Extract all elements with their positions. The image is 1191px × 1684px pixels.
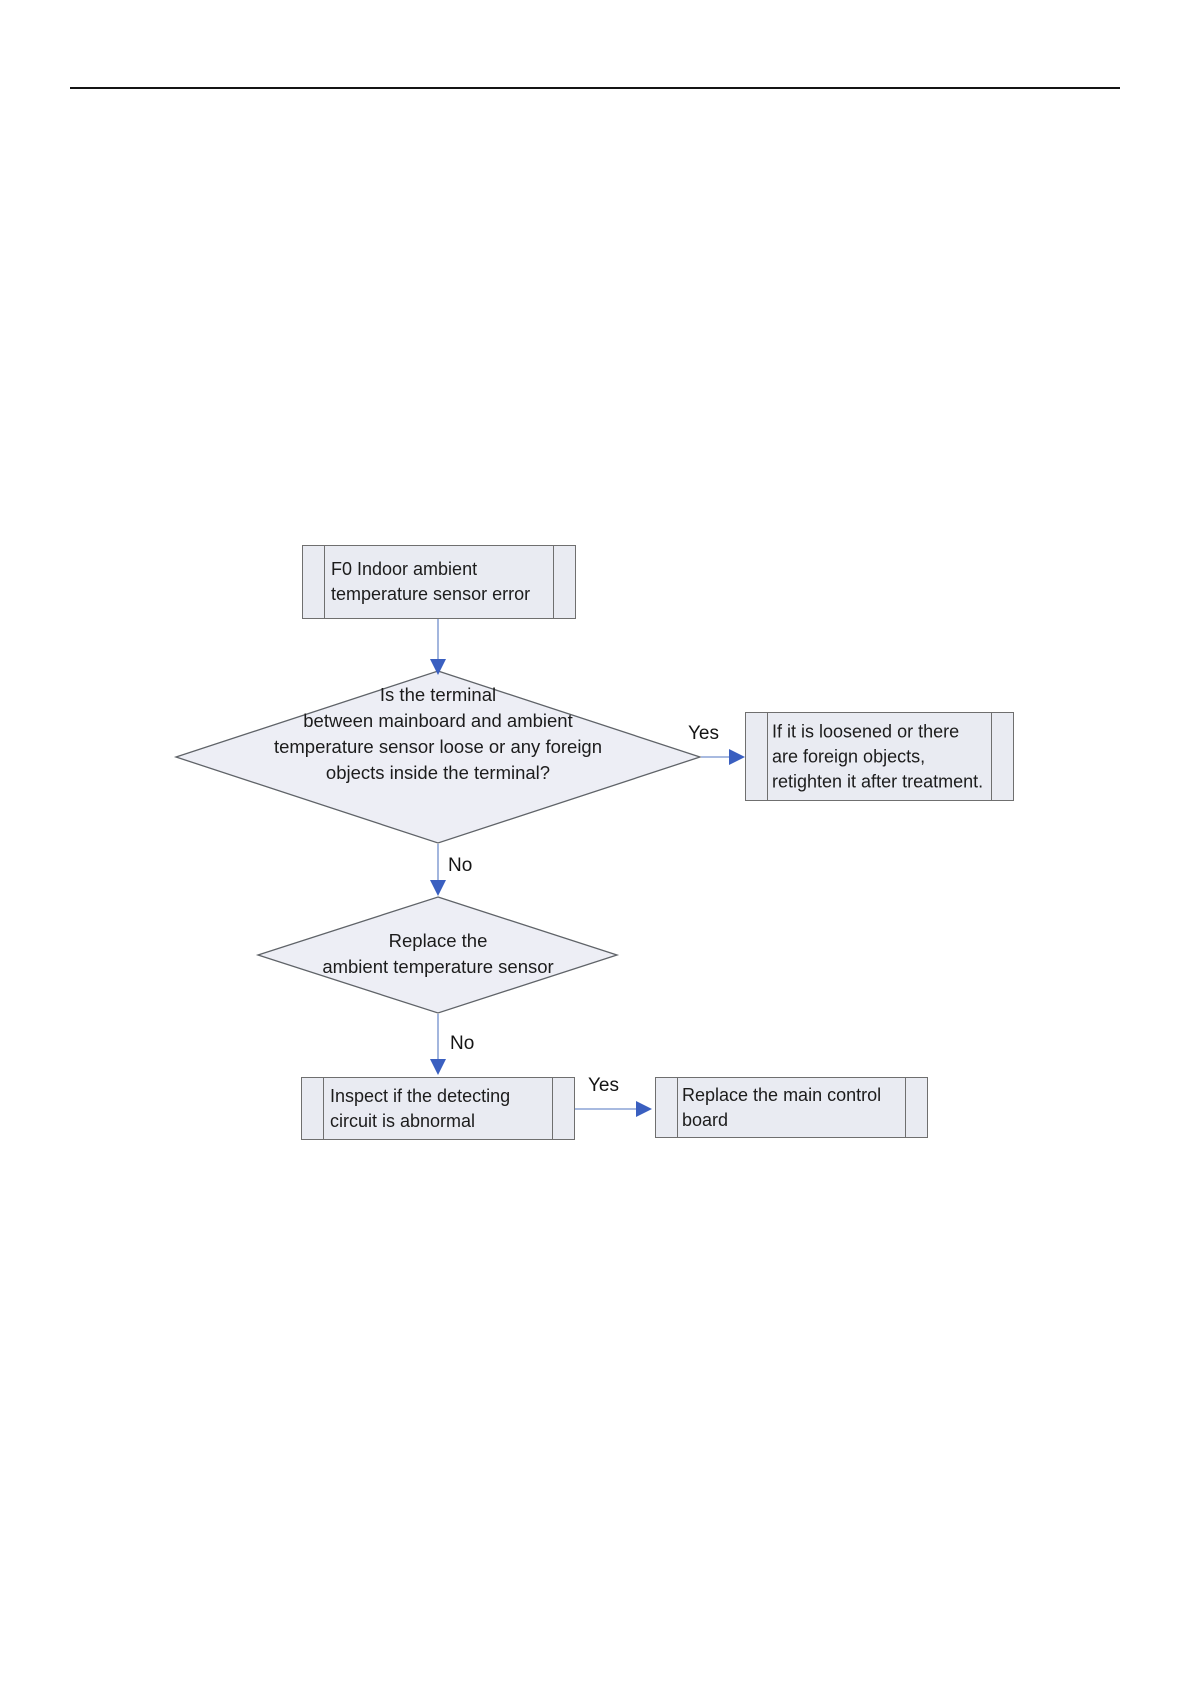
arrow-head-right-2-icon <box>636 1101 652 1117</box>
edge-label-no-2: No <box>450 1033 475 1054</box>
flowchart-node-error-code: F0 Indoor ambient temperature sensor err… <box>302 545 576 619</box>
decision-diamond-terminal <box>173 670 703 844</box>
decision-diamond-replace-sensor <box>255 896 620 1014</box>
edge-label-yes-1: Yes <box>688 723 719 744</box>
node-text-error-code: F0 Indoor ambient temperature sensor err… <box>331 559 531 604</box>
node-text-inspect-circuit: Inspect if the detecting circuit is abno… <box>330 1085 511 1131</box>
arrow-head-down-1-icon <box>430 659 446 675</box>
edge-label-no-1: No <box>448 855 473 876</box>
process-side-bar <box>905 1078 906 1137</box>
node-text-retighten: If it is loosened or there are foreign o… <box>772 721 984 791</box>
decision-text-replace-sensor: Replace the ambient temperature sensor <box>322 930 554 977</box>
edge-label-yes-2: Yes <box>588 1075 619 1096</box>
process-side-bar <box>552 1078 553 1139</box>
process-side-bar <box>677 1078 678 1137</box>
flowchart-node-replace-board: Replace the main control board <box>655 1077 928 1138</box>
arrow-head-down-2-icon <box>430 880 446 896</box>
process-side-bar <box>991 713 992 800</box>
header-divider <box>70 87 1120 89</box>
arrow-head-down-3-icon <box>430 1059 446 1075</box>
process-side-bar <box>324 546 325 618</box>
decision-text-terminal: Is the terminal between mainboard and am… <box>273 684 603 783</box>
arrow-head-right-1-icon <box>729 749 745 765</box>
flowchart-node-inspect-circuit: Inspect if the detecting circuit is abno… <box>301 1077 575 1140</box>
process-side-bar <box>553 546 554 618</box>
process-side-bar <box>323 1078 324 1139</box>
node-text-replace-board: Replace the main control board <box>682 1084 882 1130</box>
process-side-bar <box>767 713 768 800</box>
flowchart-node-retighten: If it is loosened or there are foreign o… <box>745 712 1014 801</box>
